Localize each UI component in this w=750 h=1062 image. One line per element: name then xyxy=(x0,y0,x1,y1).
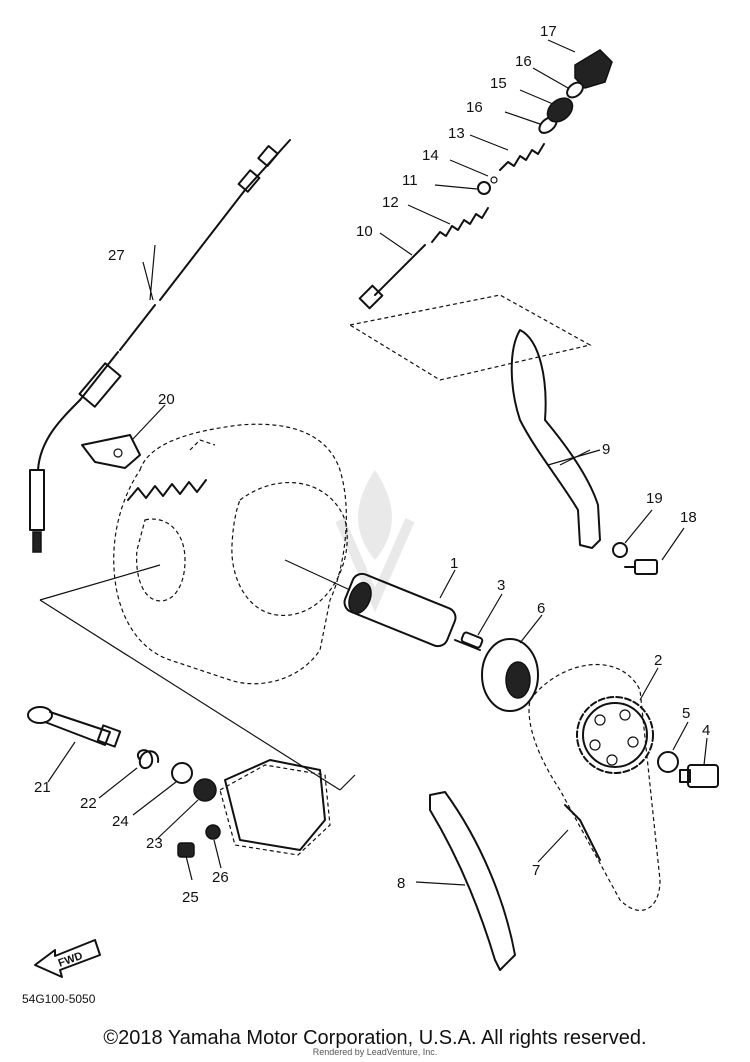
label-4: 4 xyxy=(702,722,710,739)
label-12: 12 xyxy=(382,194,399,211)
label-24: 24 xyxy=(112,813,129,830)
label-16-top: 16 xyxy=(515,53,532,70)
cylinder-fins xyxy=(127,479,207,501)
washer-24 xyxy=(171,762,193,784)
cable-bracket xyxy=(81,404,166,469)
bolt-18 xyxy=(624,559,658,575)
label-7: 7 xyxy=(532,862,540,879)
label-18: 18 xyxy=(680,509,697,526)
label-6: 6 xyxy=(537,600,545,617)
assembly-leaders xyxy=(39,559,356,791)
chain-guide-8 xyxy=(429,791,516,971)
label-23: 23 xyxy=(146,835,163,852)
cover-plate xyxy=(219,759,331,856)
label-25: 25 xyxy=(182,889,199,906)
cam-chain xyxy=(528,664,661,911)
label-14: 14 xyxy=(422,147,439,164)
seal-23 xyxy=(193,778,217,802)
label-leaders xyxy=(47,39,708,886)
label-10: 10 xyxy=(356,223,373,240)
label-5: 5 xyxy=(682,705,690,722)
camshaft xyxy=(343,572,481,651)
label-3: 3 xyxy=(497,577,505,594)
cam-sprocket xyxy=(576,696,654,774)
dowel-pin-3 xyxy=(460,631,484,649)
washer-5 xyxy=(657,751,679,773)
label-17: 17 xyxy=(540,23,557,40)
rendered-by-text: Rendered by LeadVenture, Inc. xyxy=(312,1047,438,1057)
label-16-lower: 16 xyxy=(466,99,483,116)
label-13: 13 xyxy=(448,125,465,142)
label-11: 11 xyxy=(402,172,418,189)
label-15: 15 xyxy=(490,75,507,92)
spring-22 xyxy=(137,749,160,769)
diagram-code: 54G100-5050 xyxy=(22,992,96,1006)
label-20: 20 xyxy=(158,391,175,408)
label-26: 26 xyxy=(212,869,229,886)
copyright-text: ©2018 Yamaha Motor Corporation, U.S.A. A… xyxy=(103,1027,647,1049)
kick-shaft-21 xyxy=(27,706,122,748)
tensioner-stack xyxy=(348,49,613,381)
label-22: 22 xyxy=(80,795,97,812)
tensioner-guide xyxy=(510,329,601,549)
label-19: 19 xyxy=(646,490,663,507)
plug-25 xyxy=(177,842,195,858)
label-9: 9 xyxy=(602,441,610,458)
label-8: 8 xyxy=(397,875,405,892)
cam-plate xyxy=(481,638,539,712)
flame-logo-icon xyxy=(335,470,415,613)
label-27: 27 xyxy=(108,247,125,264)
washer-19 xyxy=(612,542,628,558)
bolt-4 xyxy=(679,764,719,788)
nut-26 xyxy=(205,824,221,840)
fwd-arrow-icon: FWD xyxy=(34,939,101,978)
crankcase-outline xyxy=(113,423,348,685)
label-2: 2 xyxy=(654,652,662,669)
part-labels: 17 16 15 16 13 14 11 12 10 27 20 9 19 18… xyxy=(34,23,710,906)
clutch-cable xyxy=(29,139,291,553)
label-1: 1 xyxy=(450,555,458,572)
label-21: 21 xyxy=(34,779,51,796)
